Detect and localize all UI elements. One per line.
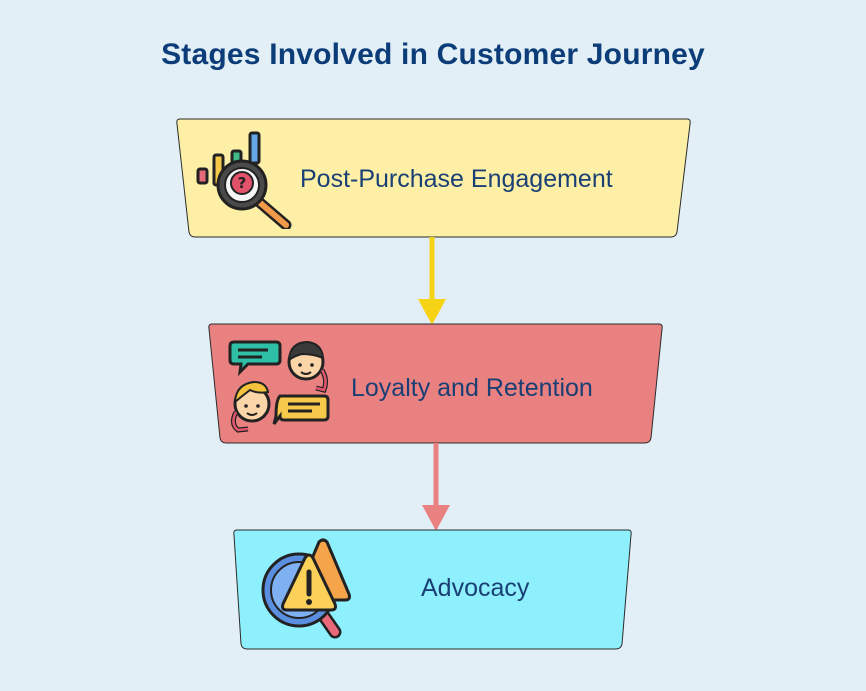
page-title: Stages Involved in Customer Journey	[161, 38, 705, 71]
flow-arrow-1	[418, 237, 446, 325]
customer-conversation-icon	[228, 340, 330, 433]
stage-label: Loyalty and Retention	[351, 374, 593, 402]
analytics-magnifier-question-icon: ?	[196, 131, 292, 229]
stage-label: Post-Purchase Engagement	[300, 165, 613, 193]
stage-advocacy: Advocacy	[233, 529, 632, 650]
alert-magnifier-icon	[261, 538, 351, 639]
svg-text:?: ?	[238, 174, 247, 192]
stage-box	[176, 118, 691, 238]
stage-label: Advocacy	[421, 574, 530, 602]
flow-arrow-2	[422, 443, 450, 531]
stage-loyalty-and-retention: Loyalty and Retention	[208, 323, 663, 444]
stage-post-purchase-engagement: ? Post-Purchase Engagement	[176, 118, 691, 238]
